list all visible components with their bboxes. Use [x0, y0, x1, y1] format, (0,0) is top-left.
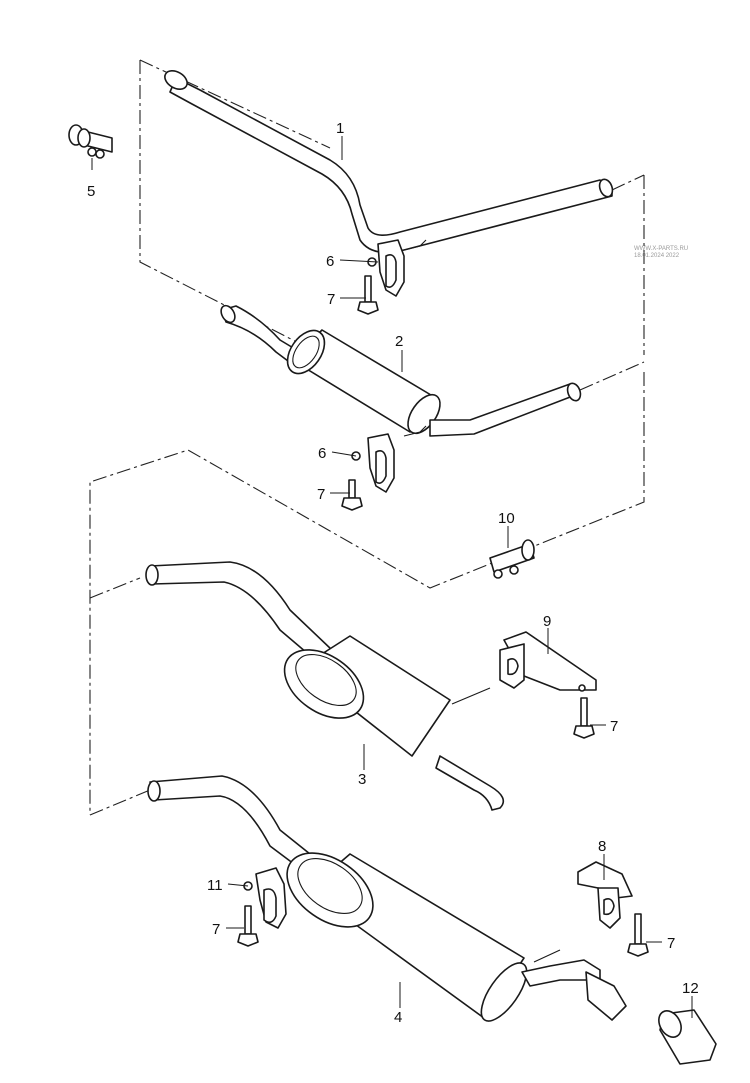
middle-silencer-part-2[interactable] [218, 303, 582, 439]
watermark: WWW.X-PARTS.RU 18.01.2024 2022 [634, 246, 688, 260]
clamp-part-5[interactable] [68, 124, 113, 159]
rear-silencer-part-3[interactable] [145, 561, 505, 811]
callout-7-right-lower: 7 [667, 935, 675, 952]
callout-5: 5 [87, 183, 95, 200]
front-pipe-part-1[interactable] [162, 67, 615, 254]
bolt-part-7-middle[interactable] [341, 479, 363, 511]
watermark-line-1: WWW.X-PARTS.RU [634, 246, 689, 252]
callout-2: 2 [395, 333, 403, 350]
bolt-part-7-right-upper[interactable] [573, 697, 595, 739]
bolt-part-7-upper[interactable] [357, 275, 379, 315]
callout-8: 8 [598, 838, 606, 855]
callout-4: 4 [394, 1009, 402, 1026]
watermark-line-2: 18.01.2024 2022 [634, 253, 680, 259]
rear-silencer-part-4[interactable] [147, 775, 627, 1028]
callout-7-middle: 7 [317, 486, 325, 503]
callout-leaders [91, 136, 693, 1018]
tailpipe-trim-part-12[interactable] [654, 1007, 717, 1065]
callout-12: 12 [682, 980, 699, 997]
bolt-part-7-left-lower[interactable] [237, 905, 259, 947]
clamp-part-10[interactable] [489, 539, 535, 579]
callout-7-right-upper: 7 [610, 718, 618, 735]
bolt-part-7-right-lower[interactable] [627, 913, 649, 957]
callout-7-upper: 7 [327, 291, 335, 308]
hanger-part-11[interactable] [243, 867, 287, 929]
callout-7-left-lower: 7 [212, 921, 220, 938]
hanger-part-6-upper[interactable] [367, 239, 405, 297]
callout-10: 10 [498, 510, 515, 527]
callout-6-lower: 6 [318, 445, 326, 462]
callout-11: 11 [207, 877, 223, 894]
callout-3: 3 [358, 771, 366, 788]
callout-9: 9 [543, 613, 551, 630]
hanger-part-6-lower[interactable] [351, 433, 395, 493]
bracket-part-9[interactable] [499, 631, 597, 692]
callout-6-upper: 6 [326, 253, 334, 270]
callout-1: 1 [336, 120, 344, 137]
bracket-part-8[interactable] [577, 861, 633, 929]
